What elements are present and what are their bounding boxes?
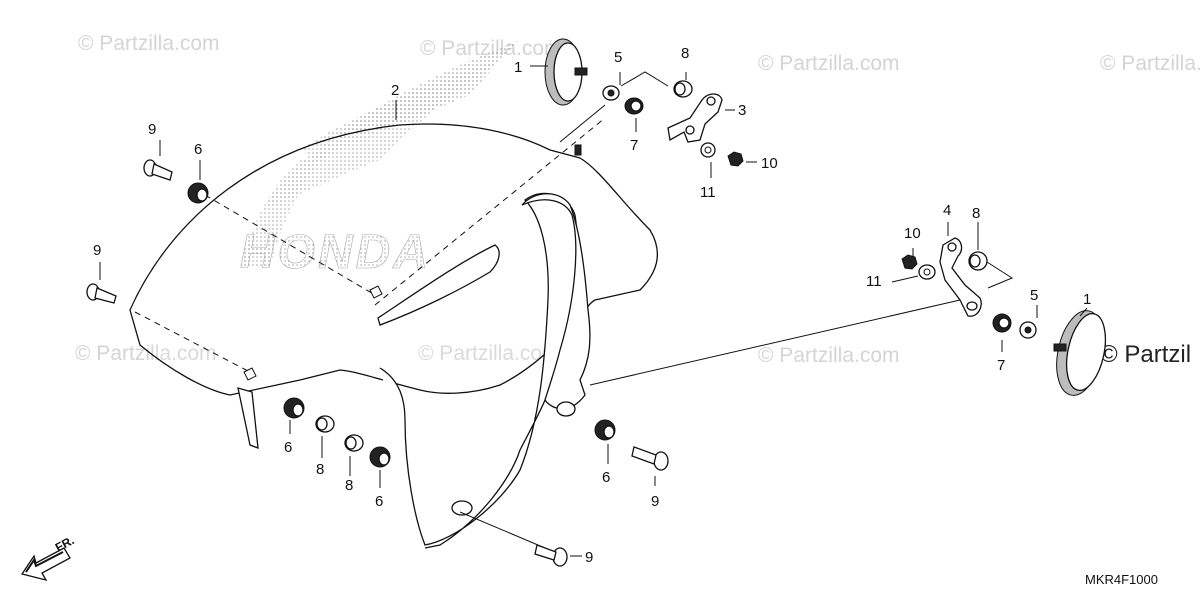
part-1-cap-upper bbox=[544, 38, 588, 106]
watermark: © Partzilla.com bbox=[78, 32, 220, 55]
callout-6: 6 bbox=[602, 469, 610, 486]
watermark: © Partzilla.com bbox=[75, 342, 217, 365]
callout-9: 9 bbox=[148, 121, 156, 138]
watermark: © Partzilla.com bbox=[758, 344, 900, 367]
callout-8: 8 bbox=[972, 205, 980, 222]
callout-7: 7 bbox=[630, 137, 638, 154]
callout-9: 9 bbox=[585, 549, 593, 566]
callout-3: 3 bbox=[738, 102, 746, 119]
callout-5: 5 bbox=[614, 49, 622, 66]
part-6-grommet bbox=[187, 182, 209, 204]
callout-11: 11 bbox=[700, 184, 716, 201]
callout-10: 10 bbox=[761, 155, 778, 172]
part-6-grommet bbox=[283, 397, 305, 419]
assembly-line bbox=[559, 104, 606, 143]
part-1-cap-right bbox=[1053, 310, 1107, 396]
part-7-rubber bbox=[992, 313, 1012, 333]
callout-4: 4 bbox=[943, 202, 951, 219]
callout-9: 9 bbox=[93, 242, 101, 259]
part-11-washer bbox=[700, 142, 716, 158]
callout-2: 2 bbox=[391, 82, 399, 99]
part-4-stay bbox=[939, 237, 982, 317]
watermark: © Partzilla.com bbox=[418, 342, 560, 365]
watermark: © Partzilla.com bbox=[420, 37, 562, 60]
watermark: © Partzilla.com bbox=[1100, 52, 1200, 75]
part-11-washer bbox=[918, 264, 936, 280]
part-6-grommet bbox=[369, 446, 391, 468]
part-5-grommet bbox=[1019, 321, 1037, 339]
callout-8: 8 bbox=[345, 477, 353, 494]
part-7-rubber bbox=[624, 97, 644, 115]
callout-8: 8 bbox=[681, 45, 689, 62]
callout-1: 1 bbox=[1083, 291, 1091, 308]
front-fender bbox=[129, 123, 659, 549]
part-10-nut bbox=[901, 254, 918, 270]
assembly-line bbox=[459, 511, 546, 549]
assembly-line bbox=[374, 117, 606, 306]
leader-bracket bbox=[620, 71, 669, 87]
callout-6: 6 bbox=[375, 493, 383, 510]
callout-5: 5 bbox=[1030, 287, 1038, 304]
assembly-line bbox=[589, 299, 961, 386]
callout-10: 10 bbox=[904, 225, 921, 242]
callout-1: 1 bbox=[514, 59, 522, 76]
part-8-collar bbox=[315, 415, 335, 433]
front-direction-arrow-icon bbox=[20, 547, 71, 582]
part-5-grommet bbox=[602, 85, 620, 101]
part-8-collar bbox=[344, 434, 364, 452]
callout-leaders bbox=[99, 65, 1088, 557]
diagram-code: MKR4F1000 bbox=[1085, 572, 1158, 587]
honda-decal-text: HONDA bbox=[240, 226, 431, 279]
watermark: © Partzil bbox=[1100, 341, 1191, 368]
honda-wing-logo-icon: HONDA bbox=[240, 40, 520, 279]
callout-11: 11 bbox=[866, 273, 882, 290]
callout-8: 8 bbox=[316, 461, 324, 478]
part-9-bolt bbox=[86, 283, 117, 304]
part-3-stay bbox=[667, 93, 723, 143]
callout-9: 9 bbox=[651, 493, 659, 510]
part-10-nut bbox=[727, 151, 744, 167]
part-9-bolt bbox=[534, 544, 568, 567]
watermark: © Partzilla.com bbox=[758, 52, 900, 75]
callout-6: 6 bbox=[284, 439, 292, 456]
part-8-collar bbox=[968, 251, 988, 271]
callout-6: 6 bbox=[194, 141, 202, 158]
leader-bracket bbox=[986, 261, 1014, 289]
callout-7: 7 bbox=[997, 357, 1005, 374]
part-8-collar bbox=[673, 80, 693, 98]
part-9-bolt bbox=[143, 159, 173, 181]
part-6-grommet bbox=[594, 419, 616, 441]
part-9-bolt bbox=[631, 446, 669, 471]
